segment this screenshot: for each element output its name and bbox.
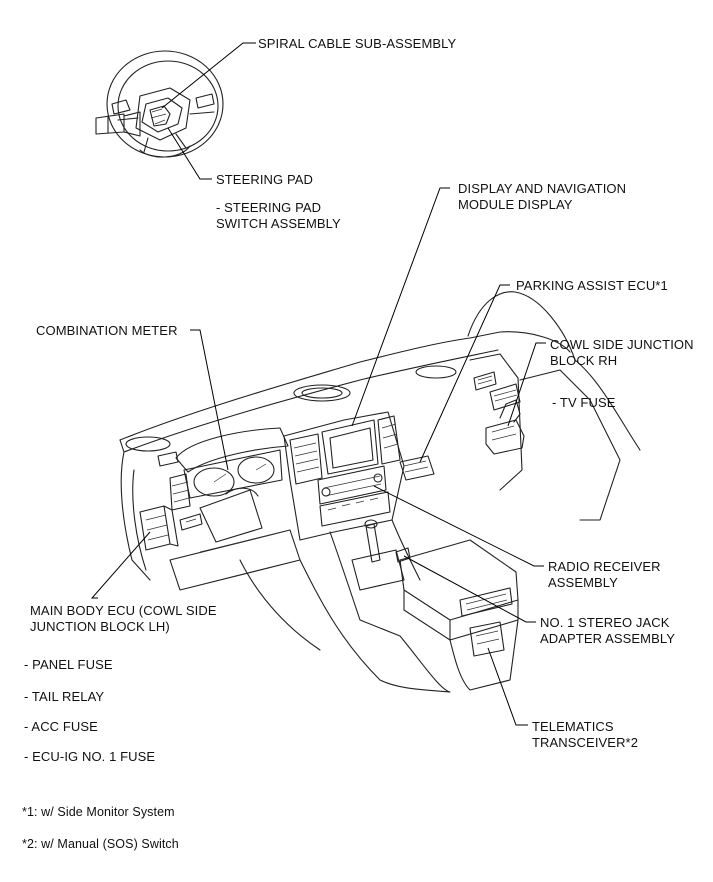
footnote-2: *2: w/ Manual (SOS) Switch: [22, 837, 179, 851]
label-radio-receiver-line2: ASSEMBLY: [548, 575, 618, 590]
leader-lines: [90, 42, 546, 726]
label-combination-meter: COMBINATION METER: [36, 323, 178, 338]
label-telematics-line2: TRANSCEIVER*2: [532, 735, 639, 750]
footnote-1: *1: w/ Side Monitor System: [22, 805, 175, 819]
label-steering-pad-switch-line2: SWITCH ASSEMBLY: [216, 216, 341, 231]
label-panel-fuse: - PANEL FUSE: [24, 657, 113, 672]
steering-wheel-illustration: [95, 50, 224, 158]
label-tv-fuse: - TV FUSE: [552, 395, 616, 410]
label-acc-fuse: - ACC FUSE: [24, 719, 98, 734]
label-cowl-rh-line1: COWL SIDE JUNCTION: [550, 337, 694, 352]
label-stereo-jack-line1: NO. 1 STEREO JACK: [540, 615, 670, 630]
label-spiral-cable: SPIRAL CABLE SUB-ASSEMBLY: [258, 36, 457, 51]
label-display-nav-line1: DISPLAY AND NAVIGATION: [458, 181, 627, 196]
label-radio-receiver-line1: RADIO RECEIVER: [548, 559, 661, 574]
dashboard-illustration: [119, 291, 641, 693]
label-parking-assist: PARKING ASSIST ECU*1: [516, 278, 668, 293]
label-steering-pad-switch-line1: - STEERING PAD: [216, 200, 322, 215]
label-steering-pad: STEERING PAD: [216, 172, 314, 187]
label-display-nav-line2: MODULE DISPLAY: [458, 197, 573, 212]
label-main-body-ecu-line1: MAIN BODY ECU (COWL SIDE: [30, 603, 217, 618]
label-tail-relay: - TAIL RELAY: [24, 689, 105, 704]
label-main-body-ecu-line2: JUNCTION BLOCK LH): [30, 619, 170, 634]
label-stereo-jack-line2: ADAPTER ASSEMBLY: [540, 631, 676, 646]
label-telematics-line1: TELEMATICS: [532, 719, 614, 734]
label-cowl-rh-line2: BLOCK RH: [550, 353, 618, 368]
label-ecu-ig-fuse: - ECU-IG NO. 1 FUSE: [24, 749, 156, 764]
